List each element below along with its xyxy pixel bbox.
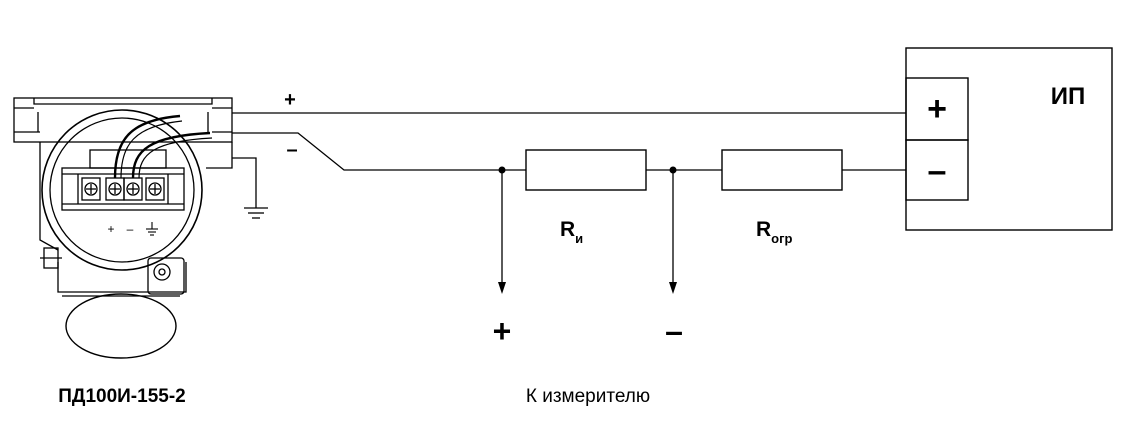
- terminal-markings: + –: [107, 222, 158, 236]
- wire-plus-label: +: [284, 89, 296, 111]
- internal-wire-minus: [131, 131, 211, 179]
- terminal-plus-mark: +: [107, 222, 114, 236]
- arrows: [498, 282, 677, 294]
- junction-dots: [498, 166, 677, 174]
- power-supply-label: ИП: [1051, 83, 1086, 110]
- ps-minus-sign: –: [928, 152, 947, 190]
- cover-outer-ring: [41, 109, 203, 271]
- ground-icon: [232, 157, 268, 219]
- internal-wire-plus: [113, 114, 181, 179]
- terminal-cover: [89, 149, 167, 169]
- junction-dot-2: [669, 166, 677, 174]
- wiring: [232, 112, 906, 284]
- wire-minus-to-ri: [232, 132, 526, 171]
- pressure-transmitter: [13, 97, 233, 359]
- body-right-side: [206, 142, 233, 169]
- ps-minus-terminal: [905, 139, 969, 201]
- body-neck: [57, 262, 187, 293]
- meter-caption: К измерителю: [526, 386, 650, 407]
- junction-dot-1: [498, 166, 506, 174]
- terminal-ground-icon: [146, 222, 158, 236]
- resistor-ri-label: Rи: [560, 218, 583, 246]
- ps-plus-sign: +: [927, 90, 947, 128]
- resistor-ri: [525, 149, 647, 191]
- ground-screw-housing: [147, 257, 185, 295]
- power-supply-box: [905, 47, 1113, 231]
- resistor-rogr: [721, 149, 843, 191]
- sensor-bulb: [65, 293, 177, 359]
- terminal-screws: [81, 177, 165, 201]
- terminal-minus-mark: –: [127, 222, 134, 236]
- resistor-ri-subscript: и: [575, 231, 583, 246]
- cover-inner-ring: [49, 117, 195, 263]
- resistor-ri-symbol: R: [560, 218, 575, 241]
- resistor-rogr-label: Rогр: [756, 218, 793, 246]
- housing-flange: [33, 98, 213, 105]
- wire-minus-label: –: [286, 139, 297, 161]
- device-name-caption: ПД100И-155-2: [58, 386, 185, 407]
- arrow-meter-minus: [669, 282, 677, 294]
- power-supply: [905, 47, 1113, 231]
- meter-plus-sign: +: [493, 313, 512, 349]
- body-left-side: [39, 142, 59, 251]
- arrow-meter-plus: [498, 282, 506, 294]
- meter-minus-sign: –: [665, 313, 683, 349]
- resistor-rogr-subscript: огр: [771, 231, 792, 246]
- resistor-rogr-symbol: R: [756, 218, 771, 241]
